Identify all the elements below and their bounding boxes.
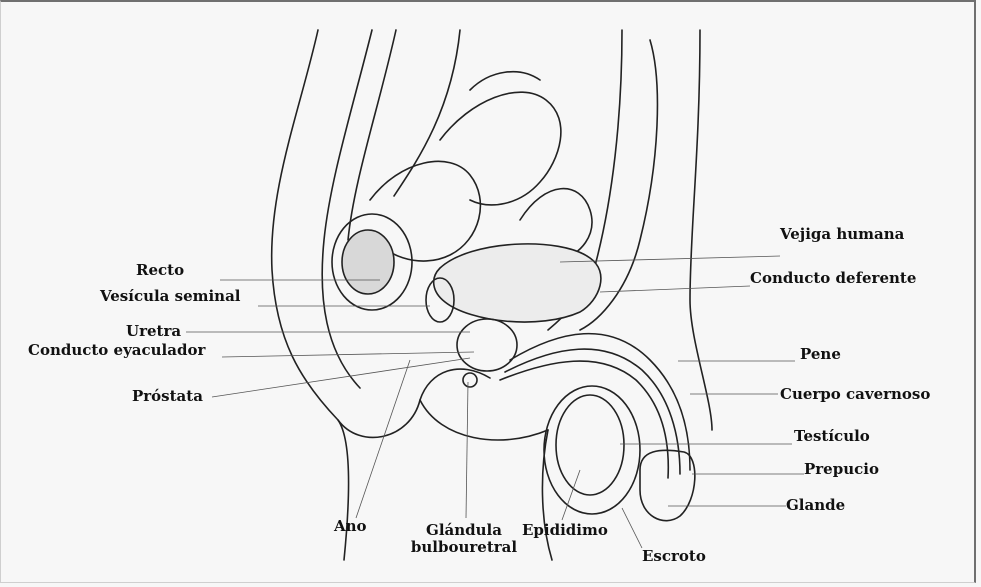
label-escroto: Escroto	[642, 548, 706, 565]
label-conducto-eyaculador: Conducto eyaculador	[28, 342, 205, 359]
perineum-contour	[420, 400, 548, 440]
abdomen-wall-outer	[690, 30, 712, 430]
label-glande: Glande	[786, 497, 845, 514]
leader-ano	[356, 360, 410, 518]
label-glandula-bulbouretral: Glándula bulbouretral	[404, 522, 524, 556]
label-conducto-deferente: Conducto deferente	[750, 270, 916, 287]
label-prepucio: Prepucio	[804, 461, 879, 478]
testicle-shape	[556, 395, 624, 495]
intestine-1	[440, 92, 561, 205]
intestine-2	[470, 72, 540, 90]
prostate-shape	[457, 319, 517, 371]
label-ano: Ano	[334, 518, 367, 535]
sacrum-inner	[322, 30, 372, 388]
leader-prostata	[212, 358, 470, 397]
label-testiculo: Testículo	[794, 428, 870, 445]
leader-vejiga	[560, 256, 780, 262]
penis-shaft-lower	[500, 361, 668, 478]
label-pene: Pene	[800, 346, 841, 363]
back-contour	[272, 30, 349, 560]
leader-glandula	[466, 382, 468, 518]
urethra-line	[505, 349, 680, 474]
sacrum-band	[348, 30, 396, 240]
bladder-shape	[434, 244, 601, 322]
label-cuerpo-cavernoso: Cuerpo cavernoso	[780, 386, 930, 403]
label-vesicula-seminal: Vesícula seminal	[100, 288, 241, 305]
rectum-inner	[342, 230, 394, 294]
label-glandula-line1: Glándula	[404, 522, 524, 539]
label-vejiga-humana: Vejiga humana	[780, 226, 904, 243]
label-recto: Recto	[136, 262, 184, 279]
label-glandula-line2: bulbouretral	[404, 539, 524, 556]
bulbourethral-gland-shape	[463, 373, 477, 387]
label-prostata: Próstata	[132, 388, 203, 405]
leader-escroto	[622, 508, 642, 548]
leader-eyaculador	[222, 352, 474, 357]
penis-shaft-upper	[510, 334, 690, 470]
label-uretra: Uretra	[126, 323, 181, 340]
label-epididimo: Epididimo	[522, 522, 608, 539]
